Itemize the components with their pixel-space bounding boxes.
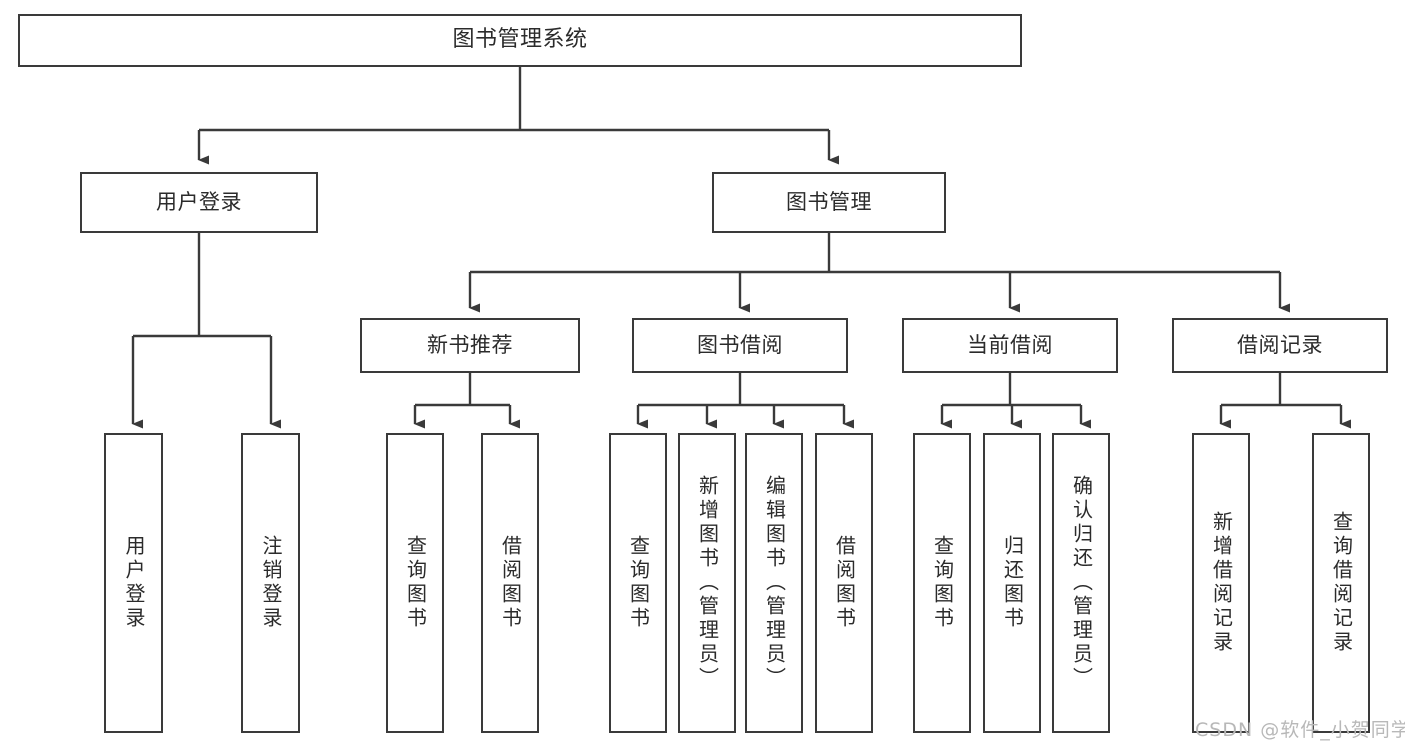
leaf-current-confirm-return-admin-label: 确认归还（管理员） [1069,475,1094,691]
node-user-login-label: 用户登录 [156,189,242,214]
leaf-user-login-logout[interactable]: 注销登录 [241,433,300,733]
leaf-current-return-book-label: 归还图书 [1000,535,1025,631]
node-current-borrow-label: 当前借阅 [967,332,1053,357]
leaf-borrow-query-book[interactable]: 查询图书 [609,433,667,733]
leaf-user-login-login[interactable]: 用户登录 [104,433,163,733]
node-root-system[interactable]: 图书管理系统 [18,14,1022,67]
node-new-book-recommend[interactable]: 新书推荐 [360,318,580,373]
leaf-borrow-add-book-admin-label: 新增图书（管理员） [695,475,720,691]
node-root-system-label: 图书管理系统 [452,27,588,53]
leaf-current-return-book[interactable]: 归还图书 [983,433,1041,733]
leaf-current-query-book-label: 查询图书 [930,535,955,631]
leaf-user-login-login-label: 用户登录 [122,535,146,631]
node-book-borrow-label: 图书借阅 [697,332,783,357]
node-new-book-recommend-label: 新书推荐 [427,332,513,357]
node-user-login[interactable]: 用户登录 [80,172,318,233]
leaf-new-book-query-label: 查询图书 [403,535,428,631]
node-book-borrow[interactable]: 图书借阅 [632,318,848,373]
node-borrow-record[interactable]: 借阅记录 [1172,318,1388,373]
leaf-borrow-borrow-book-label: 借阅图书 [832,535,857,631]
leaf-new-book-borrow[interactable]: 借阅图书 [481,433,539,733]
leaf-record-add[interactable]: 新增借阅记录 [1192,433,1250,733]
leaf-borrow-edit-book-admin-label: 编辑图书（管理员） [762,475,787,691]
leaf-record-add-label: 新增借阅记录 [1209,511,1234,655]
node-borrow-record-label: 借阅记录 [1237,332,1323,357]
leaf-user-login-logout-label: 注销登录 [259,535,283,631]
leaf-record-query-label: 查询借阅记录 [1329,511,1354,655]
leaf-current-query-book[interactable]: 查询图书 [913,433,971,733]
leaf-borrow-edit-book-admin[interactable]: 编辑图书（管理员） [745,433,803,733]
node-book-management[interactable]: 图书管理 [712,172,946,233]
leaf-borrow-add-book-admin[interactable]: 新增图书（管理员） [678,433,736,733]
leaf-new-book-query[interactable]: 查询图书 [386,433,444,733]
node-current-borrow[interactable]: 当前借阅 [902,318,1118,373]
node-book-management-label: 图书管理 [786,189,872,214]
csdn-watermark: CSDN @软件_小贺同学 [1195,719,1405,741]
leaf-current-confirm-return-admin[interactable]: 确认归还（管理员） [1052,433,1110,733]
leaf-record-query[interactable]: 查询借阅记录 [1312,433,1370,733]
leaf-borrow-borrow-book[interactable]: 借阅图书 [815,433,873,733]
leaf-new-book-borrow-label: 借阅图书 [498,535,523,631]
leaf-borrow-query-book-label: 查询图书 [626,535,651,631]
